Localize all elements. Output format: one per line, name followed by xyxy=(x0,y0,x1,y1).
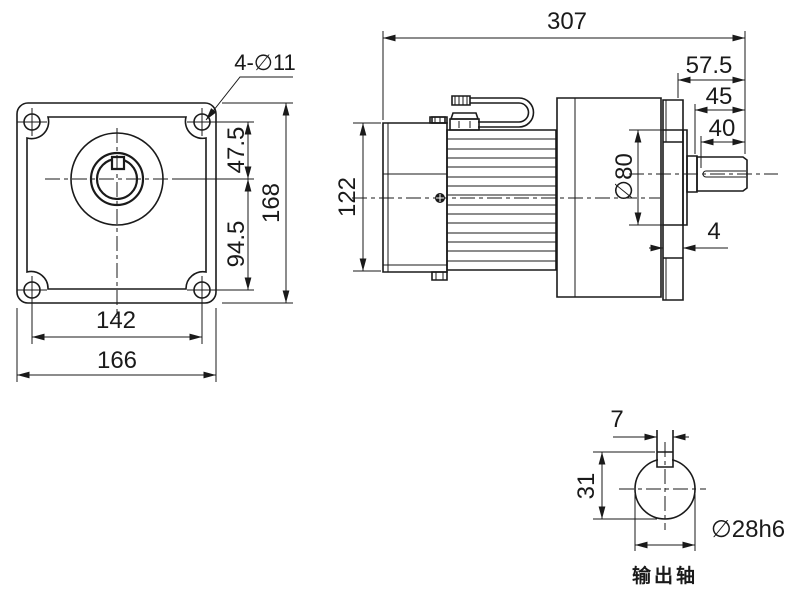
bore-keyway xyxy=(112,157,124,169)
dim-keyway-length: 40 xyxy=(708,115,736,142)
cable-end xyxy=(452,96,470,105)
dim-axis-to-bottom-hole: 94.5 xyxy=(223,220,250,268)
dim-shaft-length: 45 xyxy=(705,83,733,110)
flange-inner-face xyxy=(27,117,206,289)
shaft-section-view xyxy=(593,430,706,551)
dim-key-width: 7 xyxy=(610,406,624,433)
front-view xyxy=(17,77,293,382)
dim-overall-length: 307 xyxy=(546,8,588,35)
output-flange xyxy=(663,100,697,300)
dim-top-hole-to-axis: 47.5 xyxy=(223,126,250,174)
motor-fins xyxy=(447,130,556,270)
side-view xyxy=(352,31,778,300)
dim-spigot-diameter: ∅80 xyxy=(611,153,638,201)
dim-flange-height: 168 xyxy=(258,182,285,224)
dim-hole-spacing: 142 xyxy=(95,307,137,334)
drain-screw xyxy=(435,193,445,203)
dim-fan-cover-diameter: 122 xyxy=(334,176,361,218)
output-shaft-caption: 输出轴 xyxy=(631,566,698,587)
dim-flange-face-to-shaft-end: 57.5 xyxy=(685,52,733,79)
cover-clip-bottom xyxy=(432,272,447,280)
terminal-box xyxy=(430,113,479,130)
front-centerlines xyxy=(45,128,172,318)
dim-shaft-diameter: ∅28h6 xyxy=(710,516,786,543)
dim-flange-width: 166 xyxy=(96,347,138,374)
power-cable xyxy=(452,96,533,127)
dim-spigot-thickness: 4 xyxy=(707,218,721,245)
dim-keyway-flat-to-bottom: 31 xyxy=(573,472,600,500)
bolt-hole-leader xyxy=(206,77,293,120)
conduit-fitting xyxy=(430,117,445,123)
bolt-hole-callout: 4-∅11 xyxy=(234,50,296,75)
bolt-holes xyxy=(17,108,217,304)
section-centerlines xyxy=(619,442,706,530)
